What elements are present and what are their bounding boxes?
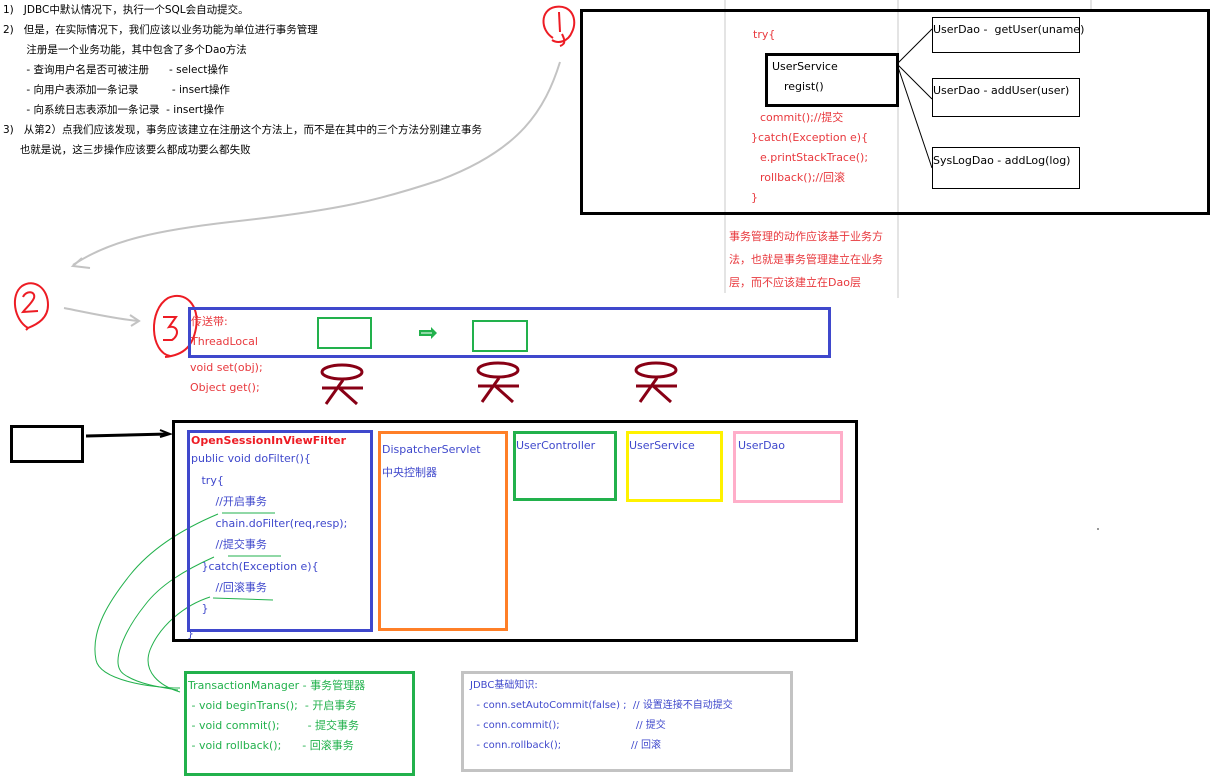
jdbc-line: - conn.commit(); // 提交 — [470, 720, 666, 731]
filter-code-line: public void doFilter(){ — [191, 452, 311, 465]
service-name: UserService — [629, 439, 695, 452]
section1-frame — [580, 9, 1210, 215]
dao-box-addlog: SysLogDao - addLog(log) — [932, 147, 1080, 189]
note-line: - 向用户表添加一条记录 - insert操作 — [3, 84, 230, 96]
arrow-request-head — [159, 429, 174, 438]
user-service-box: UserService — [626, 431, 723, 502]
server-frame — [172, 420, 858, 642]
filter-code-line: } — [191, 602, 209, 615]
marker-1-circle — [542, 5, 576, 47]
userservice-method: regist() — [784, 80, 824, 93]
filter-code-line: try{ — [191, 474, 224, 487]
filter-code-line: //开启事务 — [191, 495, 267, 508]
explanation-line: 事务管理的动作应该基于业务方 — [729, 230, 883, 243]
conveyor-item-2 — [472, 320, 528, 352]
controller-name: UserController — [516, 439, 596, 452]
userservice-box: UserService regist() — [765, 53, 899, 107]
arrow-1-to-2-head — [70, 257, 91, 269]
note-line: 2) 但是，在实际情况下，我们应该以业务功能为单位进行事务管理 — [3, 24, 318, 36]
explanation-line: 法，也就是事务管理建立在业务 — [729, 253, 883, 266]
conveyor-item-1 — [317, 317, 372, 349]
note-line: 也就是说，这三步操作应该要么都成功要么都失败 — [3, 144, 251, 156]
marker-2-digit — [20, 291, 39, 314]
marker-3-digit — [163, 316, 178, 341]
threadlocal-label: ThreadLocal — [191, 335, 258, 348]
code-line: }catch(Exception e){ — [751, 131, 869, 144]
filter-code-line: //回滚事务 — [191, 581, 267, 594]
tm-method: - void commit(); - 提交事务 — [188, 719, 360, 732]
explanation-line: 层，而不应该建立在Dao层 — [729, 276, 861, 289]
note-line: 注册是一个业务功能，其中包含了多个Dao方法 — [3, 44, 247, 56]
threadlocal-conveyor — [188, 307, 831, 358]
filter-code-line: //提交事务 — [191, 538, 267, 551]
person-figure-2 — [476, 361, 520, 404]
filter-code-line: chain.doFilter(req,resp); — [191, 517, 348, 530]
arrow-2-to-3-head — [129, 314, 141, 327]
dao-box-adduser: UserDao - addUser(user) — [932, 78, 1080, 117]
dispatcher-servlet-box: DispatcherServlet 中央控制器 — [378, 431, 508, 631]
tm-title: TransactionManager - 事务管理器 — [188, 679, 366, 692]
user-controller-box: UserController — [513, 431, 617, 501]
tm-method: - void rollback(); - 回滚事务 — [188, 739, 354, 752]
note-line: - 查询用户名是否可被注册 - select操作 — [3, 64, 229, 76]
tm-method: - void beginTrans(); - 开启事务 — [188, 699, 357, 712]
userservice-name: UserService — [772, 60, 838, 73]
code-line: } — [751, 191, 758, 204]
stray-dot — [1097, 528, 1099, 530]
filter-title: OpenSessionInViewFilter — [191, 434, 346, 447]
dispatcher-name: DispatcherServlet — [382, 443, 481, 456]
jdbc-title: JDBC基础知识: — [470, 680, 538, 691]
client-box — [10, 425, 84, 463]
jdbc-basics-box: JDBC基础知识: - conn.setAutoCommit(false) ; … — [461, 671, 793, 772]
code-line: e.printStackTrace(); — [760, 151, 869, 164]
jdbc-line: - conn.setAutoCommit(false) ; // 设置连接不自动… — [470, 700, 733, 711]
person-figure-3 — [634, 361, 678, 404]
dao-label: SysLogDao - addLog(log) — [933, 154, 1071, 167]
dao-box-getuser: UserDao - getUser(uname) — [932, 17, 1084, 53]
user-dao-box: UserDao — [733, 431, 843, 503]
threadlocal-method: Object get(); — [190, 381, 260, 394]
marker-2-circle — [13, 282, 50, 331]
note-line: 3) 从第2）点我们应该发现，事务应该建立在注册这个方法上，而不是在其中的三个方… — [3, 124, 482, 136]
transaction-manager-box: TransactionManager - 事务管理器 - void beginT… — [184, 671, 415, 776]
arrow-2-to-3 — [63, 307, 139, 322]
dao-name: UserDao — [738, 439, 786, 452]
jdbc-line: - conn.rollback(); // 回滚 — [470, 740, 661, 751]
note-line: - 向系统日志表添加一条记录 - insert操作 — [3, 104, 225, 116]
filter-code-line: } — [187, 627, 194, 640]
code-try: try{ — [753, 28, 776, 41]
filter-code-line: }catch(Exception e){ — [191, 560, 319, 573]
code-line: rollback();//回滚 — [760, 171, 845, 184]
dao-label: UserDao - addUser(user) — [933, 84, 1070, 97]
person-figure-1 — [320, 363, 364, 406]
note-line: 1) JDBC中默认情况下，执行一个SQL会自动提交。 — [3, 4, 249, 16]
arrow-request — [85, 432, 169, 438]
filter-box — [187, 430, 373, 632]
dao-label: UserDao - getUser(uname) — [933, 23, 1085, 36]
marker-1-stroke — [558, 11, 561, 33]
threadlocal-method: void set(obj); — [190, 361, 263, 374]
threadlocal-label: 传送带: — [191, 315, 228, 328]
dispatcher-desc: 中央控制器 — [382, 466, 437, 479]
code-line: commit();//提交 — [760, 111, 844, 124]
